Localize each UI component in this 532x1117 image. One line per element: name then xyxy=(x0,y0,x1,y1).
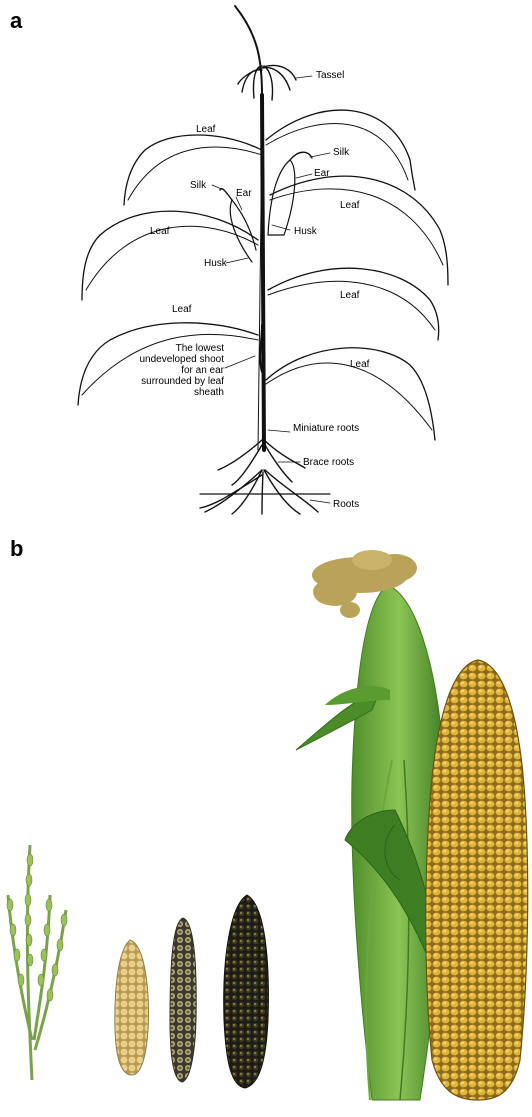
label-ear-left: Ear xyxy=(236,188,252,199)
panel-b-letter: b xyxy=(10,536,23,562)
label-tassel: Tassel xyxy=(316,70,344,81)
teosinte-spike xyxy=(7,845,67,1080)
modern-yellow-ear xyxy=(426,660,528,1100)
dark-ear xyxy=(224,895,269,1088)
label-ear-right: Ear xyxy=(314,168,330,179)
label-leaf-left-mid: Leaf xyxy=(150,226,169,237)
label-silk-right: Silk xyxy=(333,147,349,158)
label-lowest-shoot: The lowest undeveloped shoot for an ear … xyxy=(132,343,224,398)
mixed-ear xyxy=(170,918,196,1082)
small-pale-ear xyxy=(115,940,149,1075)
label-miniature-roots: Miniature roots xyxy=(293,423,359,434)
label-leaf-right-mid: Leaf xyxy=(340,290,359,301)
maize-plant-drawing xyxy=(0,0,532,520)
label-leaf-right-upper: Leaf xyxy=(340,200,359,211)
label-silk-left: Silk xyxy=(190,180,206,191)
label-leaf-top-left: Leaf xyxy=(196,124,215,135)
silk-tuft xyxy=(312,550,417,618)
label-leaf-right-low: Leaf xyxy=(350,359,369,370)
tassel-drawing xyxy=(235,6,296,100)
label-husk-right: Husk xyxy=(294,226,317,237)
husked-ear xyxy=(296,585,446,1100)
label-leaf-left-low: Leaf xyxy=(172,304,191,315)
label-roots: Roots xyxy=(333,499,359,510)
label-husk-left: Husk xyxy=(204,258,227,269)
label-brace-roots: Brace roots xyxy=(303,457,354,468)
